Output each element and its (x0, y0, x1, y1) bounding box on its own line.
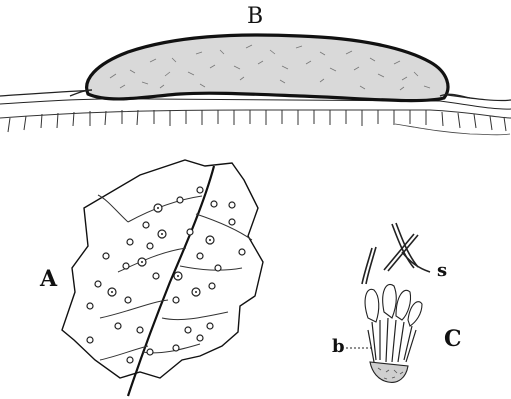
label-spores: s (437, 262, 447, 280)
figure-b-section (0, 35, 511, 135)
leaf-lower-line (0, 110, 511, 118)
figure-c-sorus (346, 223, 430, 382)
label-b-figure: B (247, 6, 263, 28)
leaf-under-wavy (395, 124, 510, 135)
label-base: b (332, 338, 345, 356)
label-a-figure: A (40, 268, 57, 290)
sorus-outline (87, 35, 448, 101)
label-c-figure: C (444, 328, 462, 350)
figure-a-leaf (62, 160, 263, 396)
spores (362, 223, 430, 284)
stalks (368, 318, 416, 362)
capsules (365, 284, 422, 326)
